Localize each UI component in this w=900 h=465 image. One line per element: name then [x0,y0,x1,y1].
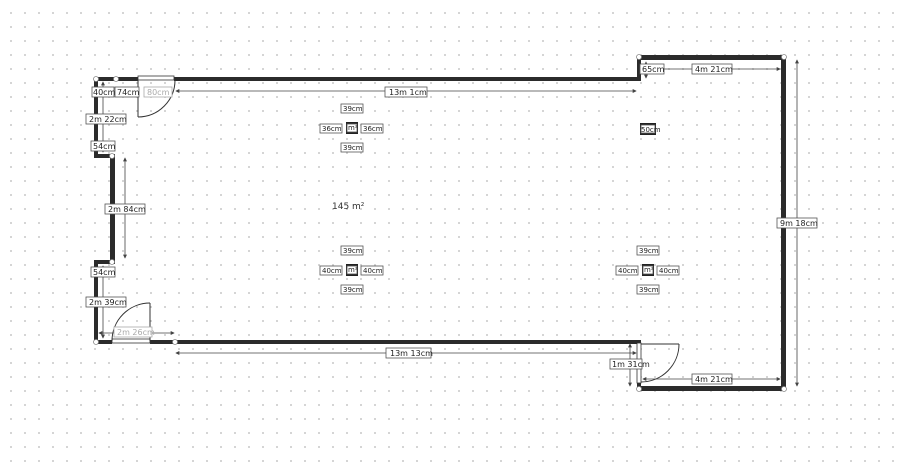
svg-text:2m 22cm: 2m 22cm [89,115,127,124]
node[interactable] [109,153,115,159]
dim-label-notch-bottom[interactable]: 1m 31cm [609,358,650,370]
pillar-2[interactable]: 50cm [640,123,661,135]
pillar-3[interactable]: m² 39cm 39cm 40cm 40cm [319,245,384,295]
dim-label-door-top[interactable]: 80cm [143,86,173,98]
node[interactable] [636,386,642,392]
svg-text:39cm: 39cm [639,247,659,255]
dim-label-top-wall[interactable]: 13m 1cm [384,86,428,98]
svg-text:m²: m² [348,124,358,132]
svg-text:54cm: 54cm [93,268,116,277]
svg-text:13m 13cm: 13m 13cm [390,349,433,358]
dim-label-left-middle[interactable]: 2m 84cm [104,203,146,215]
node[interactable] [113,76,119,82]
node[interactable] [109,259,115,265]
room-area-label: 145 m² [332,202,365,212]
dim-label-bottom-right-ext[interactable]: 4m 21cm [691,373,733,385]
dim-label-left-lower[interactable]: 2m 39cm [85,296,127,308]
svg-text:1m 31cm: 1m 31cm [612,360,650,369]
svg-text:54cm: 54cm [93,142,116,151]
svg-text:40cm: 40cm [322,267,342,275]
wall-bottom-left[interactable] [94,340,112,344]
svg-text:4m 21cm: 4m 21cm [695,65,733,74]
dim-label-door-bottom[interactable]: 2m 26cm [113,326,155,338]
wall-top-main[interactable] [174,77,640,81]
svg-text:80cm: 80cm [147,88,170,97]
wall-left-recess-top[interactable] [94,154,114,158]
svg-text:40cm: 40cm [363,267,383,275]
pillar-1[interactable]: m² 39cm 39cm 36cm 36cm [319,103,384,153]
dim-label-bottom-wall[interactable]: 13m 13cm [385,347,433,359]
svg-text:39cm: 39cm [343,144,363,152]
dim-label-top-right-ext[interactable]: 4m 21cm [691,63,733,75]
node[interactable] [93,339,99,345]
dimension-lines [98,59,799,387]
dim-label-left-gap-lower[interactable]: 54cm [90,266,116,278]
wall-left-recess-bottom[interactable] [94,260,114,264]
dim-label-top-left-short[interactable]: 40cm [91,86,116,98]
svg-text:2m 39cm: 2m 39cm [89,298,127,307]
wall-bottom-main[interactable] [150,340,640,344]
node[interactable] [781,54,787,60]
svg-text:4m 21cm: 4m 21cm [695,375,733,384]
svg-text:74cm: 74cm [117,88,140,97]
svg-text:m²: m² [348,266,358,274]
wall-notch-top[interactable] [637,57,641,81]
walls [94,55,786,391]
svg-text:50cm: 50cm [641,126,661,134]
node[interactable] [172,339,178,345]
svg-text:36cm: 36cm [363,125,383,133]
svg-text:39cm: 39cm [639,286,659,294]
dim-label-left-gap-upper[interactable]: 54cm [90,140,116,152]
svg-text:13m 1cm: 13m 1cm [389,88,427,97]
svg-text:65cm: 65cm [642,65,665,74]
svg-text:40cm: 40cm [93,88,116,97]
wall-top-right[interactable] [637,55,785,60]
node[interactable] [636,54,642,60]
svg-text:40cm: 40cm [618,267,638,275]
dim-label-notch-top[interactable]: 65cm [639,63,665,75]
node[interactable] [93,76,99,82]
svg-text:36cm: 36cm [322,125,342,133]
wall-nodes [93,54,787,392]
svg-text:39cm: 39cm [343,247,363,255]
door-top-left[interactable] [137,75,176,118]
svg-text:2m 26cm: 2m 26cm [117,328,155,337]
node[interactable] [781,386,787,392]
svg-text:m²: m² [644,266,654,274]
wall-bottom-right[interactable] [637,386,786,391]
svg-text:9m 18cm: 9m 18cm [780,219,818,228]
svg-text:39cm: 39cm [343,105,363,113]
svg-text:39cm: 39cm [343,286,363,294]
dim-label-left-upper[interactable]: 2m 22cm [85,113,127,125]
svg-text:40cm: 40cm [659,267,679,275]
pillar-4[interactable]: m² 39cm 39cm 40cm 40cm [615,245,680,295]
dim-label-top-left-short-b[interactable]: 74cm [114,86,140,98]
svg-text:2m 84cm: 2m 84cm [108,205,146,214]
dim-label-right-wall[interactable]: 9m 18cm [776,217,818,229]
